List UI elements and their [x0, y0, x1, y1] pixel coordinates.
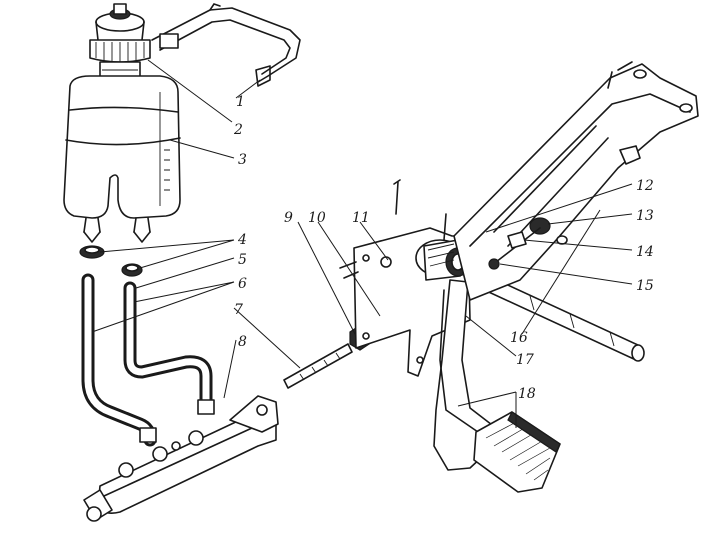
callout-2: 2	[233, 122, 243, 138]
callout-5: 5	[238, 252, 247, 268]
push-rod	[283, 343, 353, 389]
callout-11: 11	[352, 210, 370, 226]
leader-lines	[91, 59, 633, 428]
clutch-pedal	[433, 279, 561, 493]
master-cylinder	[83, 395, 279, 522]
callout-17: 17	[516, 352, 534, 368]
callout-12: 12	[636, 178, 654, 194]
callout-8: 8	[238, 334, 247, 350]
callout-9: 9	[284, 210, 293, 226]
callout-15: 15	[636, 278, 654, 294]
callout-18: 18	[518, 386, 536, 402]
fluid-reservoir	[63, 75, 181, 243]
callout-labels: 1 2 3 4 5 6 7 8 9 10 11 12 13 14 15 16 1…	[233, 94, 654, 402]
callout-13: 13	[636, 208, 654, 224]
callout-16: 16	[510, 330, 528, 346]
hose-clamps	[79, 245, 143, 277]
reservoir-bracket	[151, 3, 301, 87]
adjuster-parts	[488, 217, 551, 270]
callout-1: 1	[236, 94, 245, 110]
hoses	[81, 273, 215, 447]
callout-7: 7	[234, 302, 243, 318]
callout-10: 10	[308, 210, 326, 226]
callout-3: 3	[238, 152, 247, 168]
callout-4: 4	[237, 232, 247, 248]
callout-14: 14	[636, 244, 654, 260]
callout-6: 6	[238, 276, 247, 292]
